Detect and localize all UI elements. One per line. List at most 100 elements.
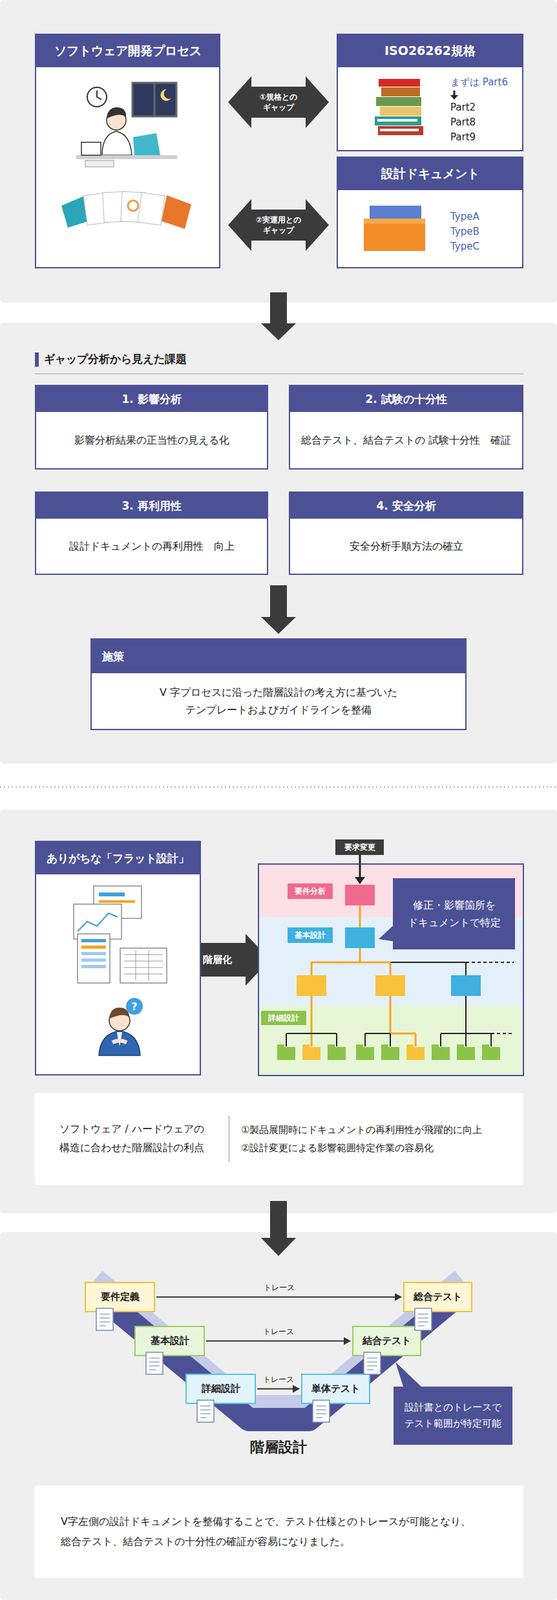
trace-arrow (257, 1384, 300, 1392)
header-text: 1. 影響分析 (121, 391, 181, 407)
edge-label: トレース (262, 1325, 295, 1337)
box: 施策 V 字プロセスに沿った階層設計の考え方に基づいた テンプレートおよびガイドラ… (90, 637, 467, 730)
folder-icon (482, 1046, 501, 1060)
doc-icon (414, 1307, 432, 1330)
body-text: V 字プロセスに沿った階層設計の考え方に基づいた テンプレートおよびガイドライン… (102, 683, 455, 718)
text-wrap: V字左側の設計ドキュメントを整備することで、テスト仕様とのトレースが可能となり、… (60, 1510, 498, 1551)
box-body (36, 67, 220, 267)
body-text: 総合テスト、結合テストの 試験十分性 確証 (301, 430, 512, 449)
body-text: 設計ドキュメントの再利用性 向上 (69, 536, 235, 555)
doc-lines (418, 1313, 429, 1325)
box: 要求変更 (335, 838, 384, 855)
process-text: 結合テスト (362, 1333, 411, 1346)
box-header: 1. 影響分析 (36, 385, 267, 412)
doc-lines (315, 1404, 327, 1417)
folder-icon (356, 1046, 375, 1060)
folder-icon (381, 1046, 400, 1060)
box: 要件分析 (287, 882, 333, 899)
text-label: ? (131, 999, 137, 1012)
tag-text: 基本設計 (294, 929, 326, 941)
box: 1. 影響分析影響分析結果の正当性の見える化 (34, 384, 269, 470)
doc-lines (149, 1356, 160, 1369)
doc-icon (96, 1307, 114, 1330)
info-left: ソフトウェア / ハードウェアの 構造に合わせた階層設計の利点 (34, 1119, 229, 1157)
box-header: 3. 再利用性 (36, 492, 267, 519)
doc-icon (146, 1351, 163, 1374)
double-arrow (228, 199, 329, 251)
arrow-head (292, 1384, 300, 1392)
tag-text: 要求変更 (344, 841, 376, 853)
process-text: 単体テスト (311, 1381, 360, 1394)
info-item: ②設計変更による影響範囲特定作業の容易化 (241, 1137, 524, 1157)
tag-text: 詳細設計 (268, 1011, 300, 1023)
box: 設計書とのトレースで テスト範囲が特定可能 (393, 1385, 513, 1444)
text-label: 階層化 (202, 953, 232, 966)
divider-line (228, 1114, 230, 1162)
header-text: ありがちな「フラット設計」 (46, 850, 190, 866)
box-body: V 字プロセスに沿った階層設計の考え方に基づいた テンプレートおよびガイドライン… (91, 672, 466, 729)
edge-label: トレース (262, 1373, 295, 1385)
trace-line (156, 1295, 397, 1297)
body-text: TypeB (450, 224, 480, 240)
header-text: 施策 (102, 648, 125, 664)
box-body: 安全分析手順方法の確立 (290, 518, 523, 574)
box: 2. 試験の十分性総合テスト、結合テストの 試験十分性 確証 (288, 384, 524, 470)
box: V字左側の設計ドキュメントを整備することで、テスト仕様とのトレースが可能となり、… (34, 1484, 524, 1577)
header-text: 設計ドキュメント (381, 165, 480, 183)
box-header: ソフトウェア開発プロセス (36, 34, 220, 68)
box-body: 影響分析結果の正当性の見える化 (36, 411, 267, 468)
folder-icon (406, 1046, 425, 1060)
edge-label: ②実運用との ギャップ (249, 214, 308, 236)
trace-line (206, 1339, 346, 1341)
process-text: 詳細設計 (201, 1381, 241, 1394)
text-label: 階層設計 (250, 1436, 307, 1456)
box-header: 2. 試験の十分性 (290, 385, 523, 412)
folder-icon (277, 1046, 296, 1060)
body-text: 影響分析結果の正当性の見える化 (74, 430, 230, 449)
box-body: 総合テスト、結合テストの 試験十分性 確証 (290, 411, 523, 468)
process-text: 要件定義 (100, 1289, 140, 1303)
box: 詳細設計 (185, 1372, 256, 1403)
text-label: ギャップ分析から見えた課題 (43, 351, 187, 367)
edge-label: トレース (263, 1281, 295, 1293)
doc-icon (363, 1351, 381, 1374)
header-text: 2. 試験の十分性 (365, 391, 447, 407)
header-text: 4. 安全分析 (376, 498, 436, 514)
box: 単体テスト (301, 1372, 371, 1403)
body-text: Part9 (450, 129, 476, 145)
folder-icon (327, 1046, 346, 1060)
header-text: 3. 再利用性 (121, 498, 181, 514)
box: 総合テスト (403, 1280, 473, 1312)
box-body: 設計ドキュメントの再利用性 向上 (36, 518, 267, 574)
info-item: ①製品展開時にドキュメントの再利用性が飛躍的に向上 (241, 1119, 524, 1139)
callout-text: 設計書とのトレースで テスト範囲が特定可能 (399, 1398, 506, 1432)
body-text: TypeA (450, 209, 480, 225)
box: 修正・影響箇所を ドキュメントで特定 (392, 877, 515, 949)
trace-line (257, 1387, 295, 1389)
box: 詳細設計 (261, 1009, 307, 1025)
body-text: Part2 (450, 100, 476, 116)
tag-text: 要件分析 (294, 885, 326, 897)
folder-icon (431, 1046, 450, 1060)
trace-arrow (156, 1292, 402, 1301)
box: 4. 安全分析安全分析手順方法の確立 (288, 491, 524, 575)
box: 基本設計 (134, 1324, 205, 1356)
box: 基本設計 (287, 926, 333, 943)
box-header: ISO26262規格 (337, 34, 523, 68)
box: 要件定義 (84, 1280, 156, 1312)
arrow-head (343, 1336, 351, 1345)
info-heading: ソフトウェア / ハードウェアの 構造に合わせた階層設計の利点 (41, 1119, 223, 1157)
body-text: TypeC (450, 239, 480, 254)
double-arrow (228, 76, 329, 128)
callout-text: 修正・影響箇所を ドキュメントで特定 (399, 895, 509, 931)
folder-icon (302, 1046, 321, 1060)
doc-lines (99, 1313, 110, 1325)
box: 設計ドキュメント TypeATypeBTypeC (336, 156, 524, 269)
doc-lines (200, 1404, 211, 1417)
box-header: 施策 (91, 639, 466, 673)
doc-lines (367, 1356, 378, 1369)
trace-arrow (206, 1336, 351, 1345)
header-text: ISO26262規格 (384, 42, 476, 60)
edge-label: ①規格との ギャップ (249, 91, 308, 113)
